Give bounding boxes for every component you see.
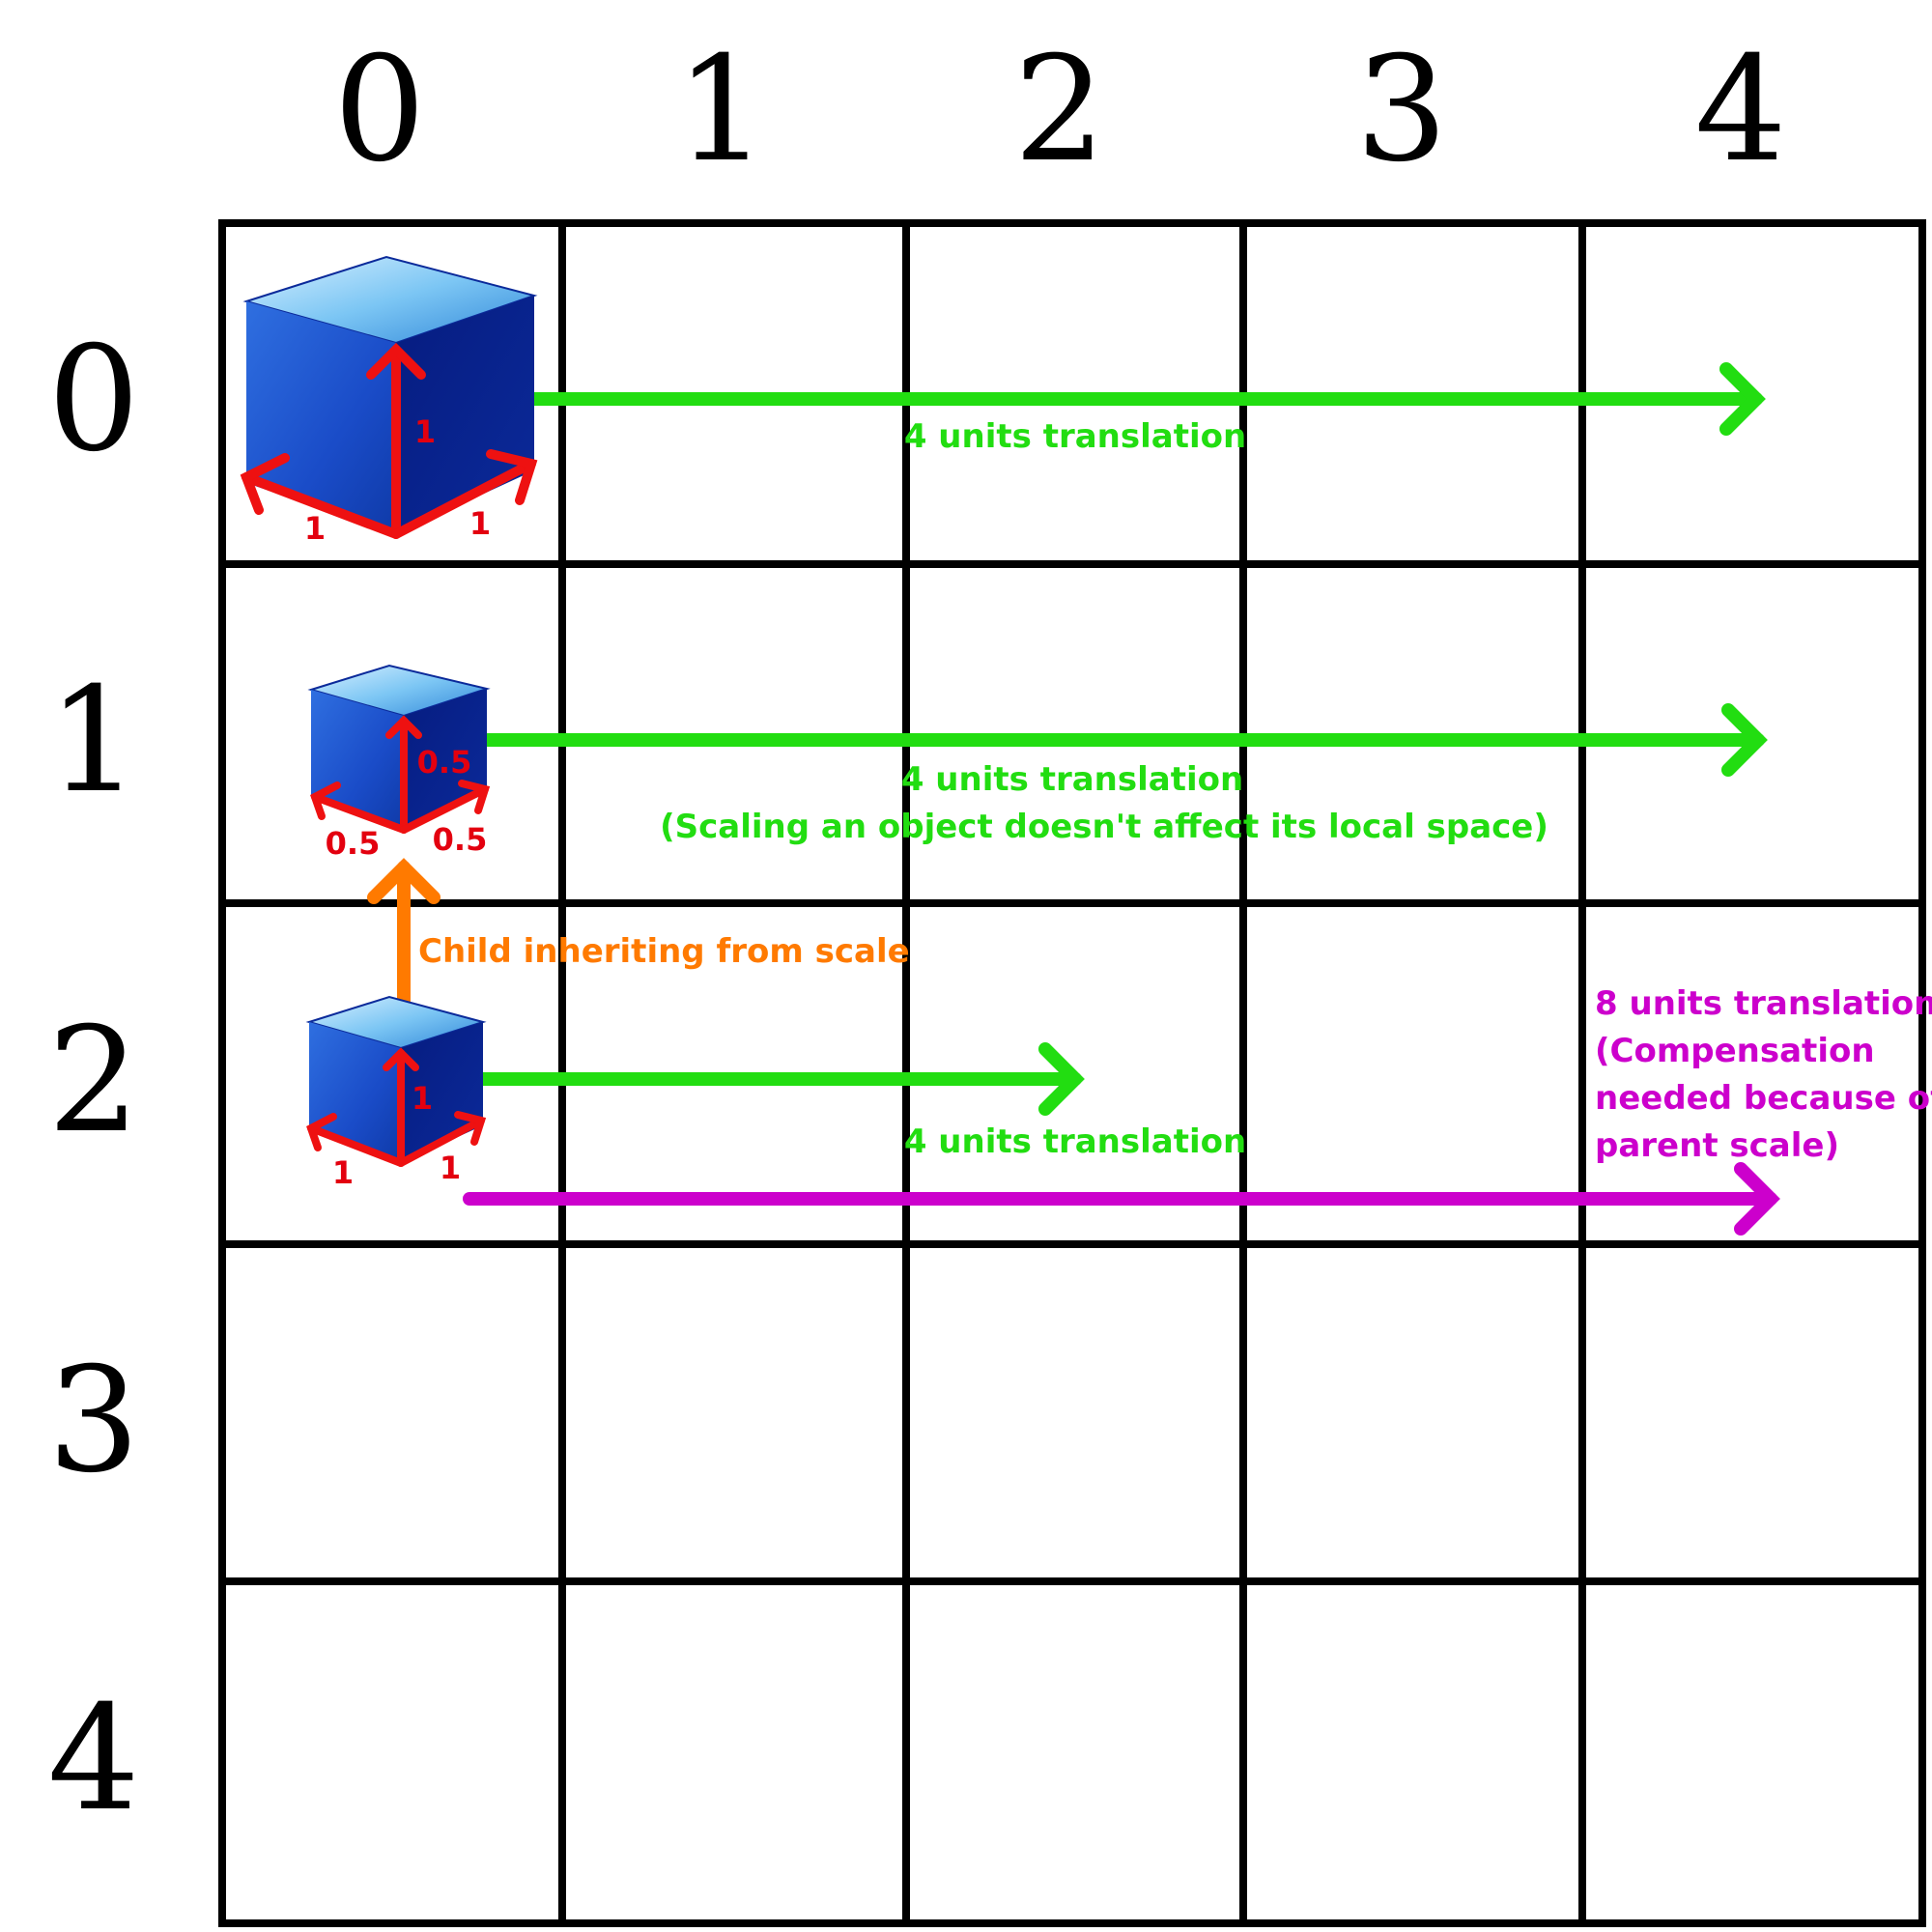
- column-label-1: 1: [675, 26, 767, 194]
- compensation-line-3: needed because of: [1595, 1079, 1932, 1118]
- column-labels: 0 1 2 3 4: [333, 26, 1786, 194]
- column-label-3: 3: [1355, 26, 1447, 194]
- row-label-1: 1: [47, 657, 139, 825]
- child-axis-left-label: 1: [332, 1154, 354, 1191]
- compensation-line-2: (Compensation: [1595, 1032, 1875, 1070]
- column-label-0: 0: [333, 26, 425, 194]
- compensation-line-4: parent scale): [1595, 1126, 1839, 1165]
- parent-cube-front: [246, 301, 396, 534]
- grid: [218, 219, 1926, 1927]
- scaled-axis-left-label: 0.5: [326, 825, 381, 862]
- scaled-axis-right-label: 0.5: [433, 821, 488, 858]
- row-label-3: 3: [47, 1337, 139, 1505]
- row1-translation-label: 4 units translation: [901, 760, 1243, 799]
- inherit-label: Child inheriting from scale: [418, 932, 910, 971]
- row2-translation-label: 4 units translation: [904, 1122, 1246, 1161]
- column-label-2: 2: [1013, 26, 1105, 194]
- parent-axis-right-label: 1: [469, 505, 491, 542]
- scaled-cube-front: [311, 690, 404, 830]
- row2-translation-arrow: [463, 1042, 1085, 1116]
- child-axis-up-label: 1: [412, 1080, 433, 1117]
- column-label-4: 4: [1694, 26, 1786, 194]
- scaled-axis-up-label: 0.5: [417, 744, 472, 781]
- scaled-cube: 0.5 0.5 0.5: [307, 664, 491, 862]
- child-cube-front: [309, 1022, 401, 1163]
- scaled-cube-axes: [310, 715, 491, 834]
- parent-axis-up-label: 1: [414, 413, 436, 450]
- row1-translation-arrow: [467, 703, 1768, 777]
- row-labels: 0 1 2 3 4: [47, 316, 139, 1843]
- inherit-arrow: [367, 858, 440, 1033]
- row-label-0: 0: [47, 316, 139, 484]
- parent-axis-left-label: 1: [304, 510, 326, 547]
- row-label-2: 2: [47, 997, 139, 1165]
- child-cube: 1 1 1: [305, 995, 487, 1191]
- compensation-note: 8 units translation (Compensation needed…: [1595, 984, 1932, 1165]
- parent-cube-axes: [240, 342, 538, 539]
- compensation-arrow: [463, 1162, 1780, 1236]
- grid-border: [218, 219, 1926, 1927]
- child-cube-axes: [306, 1047, 487, 1167]
- parent-cube-side: [396, 296, 534, 534]
- row0-translation-arrow: [508, 362, 1766, 436]
- row-label-4: 4: [47, 1675, 139, 1843]
- parent-cube: 1 1 1: [240, 255, 538, 547]
- row1-note-label: (Scaling an object doesn't affect its lo…: [660, 808, 1548, 846]
- child-axis-right-label: 1: [440, 1150, 461, 1186]
- row0-translation-label: 4 units translation: [904, 417, 1246, 456]
- compensation-line-1: 8 units translation: [1595, 984, 1932, 1023]
